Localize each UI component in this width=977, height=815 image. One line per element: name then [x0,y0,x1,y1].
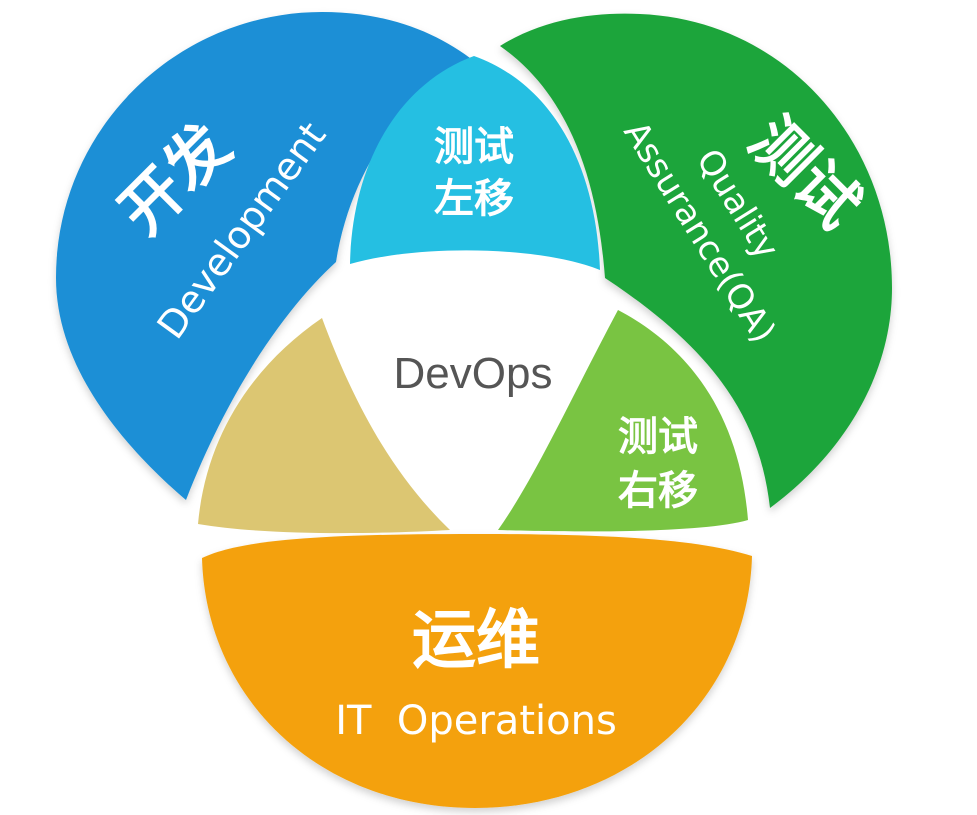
shift-left-label-line1: 测试 [434,124,514,170]
development-petal [56,12,470,500]
shift-right-lens [498,310,748,532]
dev-ops-lens [198,318,450,534]
shift-left-label-line2: 左移 [434,176,514,222]
shift-right-label-line1: 测试 [618,414,698,460]
qa-petal [500,13,892,508]
shift-left-lens [350,56,600,270]
center-label: DevOps [394,349,553,398]
shift-right-label-line2: 右移 [618,468,698,514]
operations-petal [202,534,752,808]
operations-cn-label: 运维 [412,604,540,678]
operations-en-label: IT Operations [335,698,617,744]
